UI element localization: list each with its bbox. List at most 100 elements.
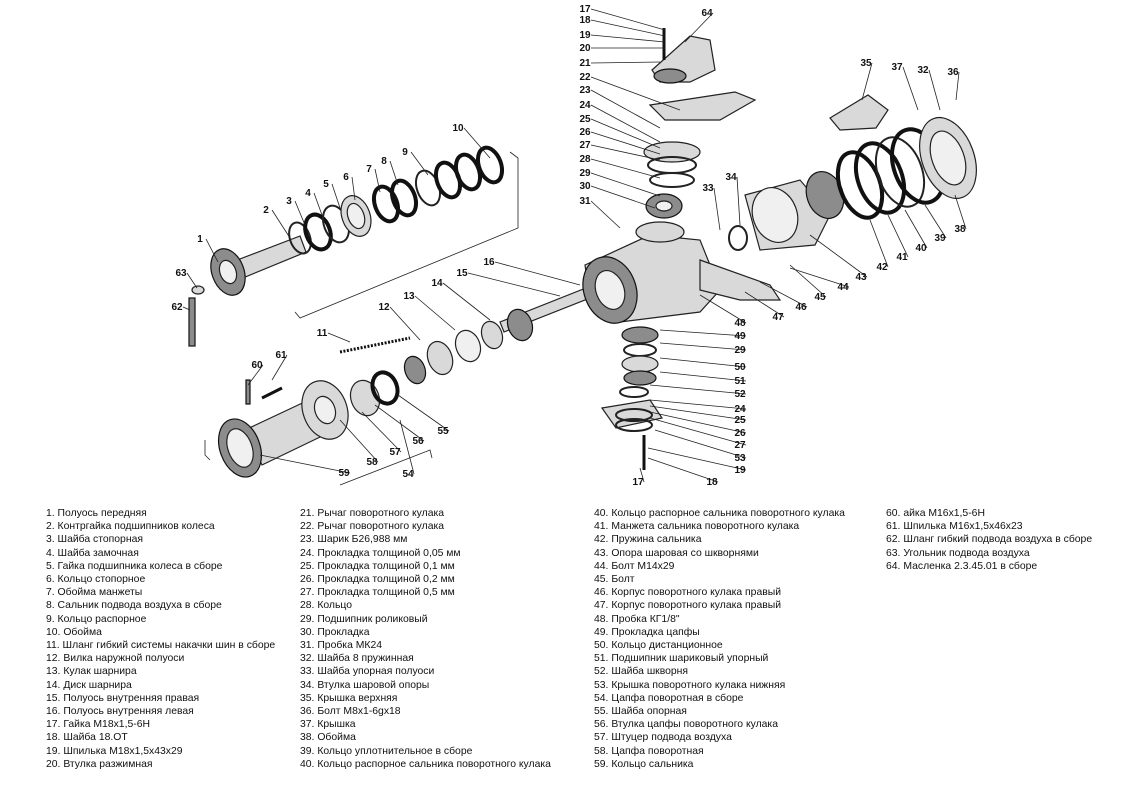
leader-line	[374, 404, 425, 442]
callout-number: 7	[366, 164, 372, 175]
leader-line	[924, 204, 947, 239]
leader-line	[590, 131, 661, 155]
leader-line	[590, 61, 661, 64]
legend-item: 52. Шайба шкворня	[594, 666, 689, 678]
callout-number: 54	[402, 469, 414, 480]
legend-item: 26. Прокладка толщиной 0,2 мм	[300, 574, 455, 586]
leader-line	[699, 294, 747, 324]
legend-item: 37. Крышка	[300, 719, 356, 731]
callout-number: 29	[579, 168, 591, 179]
callout-number: 2	[263, 205, 269, 216]
legend-item: 47. Корпус поворотного кулака правый	[594, 600, 782, 612]
callout-number: 4	[305, 188, 311, 199]
leader-line	[713, 187, 721, 231]
leader-line	[649, 411, 747, 434]
leader-line	[639, 467, 645, 483]
legend-item: 2. Контргайка подшипников колеса	[46, 521, 215, 533]
leader-line	[590, 185, 656, 209]
leader-line	[259, 454, 351, 474]
leader-line	[654, 429, 747, 459]
legend-item: 3. Шайба стопорная	[46, 534, 143, 546]
callout-number: 27	[734, 440, 746, 451]
leader-line	[789, 267, 850, 288]
callout-number: 18	[706, 477, 718, 488]
leader-line	[186, 272, 198, 289]
legend-item: 31. Пробка МК24	[300, 640, 383, 652]
callout-number: 64	[701, 8, 713, 19]
leader-line	[649, 399, 747, 410]
leader-line	[659, 329, 747, 337]
leader-line	[869, 219, 889, 268]
callout-number: 16	[483, 257, 495, 268]
callout-number: 47	[772, 312, 784, 323]
leader-line	[463, 127, 491, 159]
legend-item: 25. Прокладка толщиной 0,1 мм	[300, 560, 455, 572]
leader-line	[590, 144, 661, 161]
leader-line	[809, 234, 868, 278]
legend-item: 20. Втулка разжимная	[46, 758, 153, 770]
callout-number: 5	[323, 179, 329, 190]
leader-line	[590, 104, 661, 143]
leader-line	[442, 282, 491, 321]
callout-number: 30	[579, 181, 591, 192]
leader-line	[649, 405, 747, 421]
leader-line	[861, 62, 873, 101]
callout-number: 41	[896, 252, 908, 263]
callout-number: 18	[579, 15, 591, 26]
callout-number: 34	[725, 172, 737, 183]
callout-number: 22	[579, 72, 591, 83]
leader-line	[904, 209, 928, 249]
leader-line	[389, 160, 399, 186]
legend-item: 63. Угольник подвода воздуха	[886, 547, 1030, 559]
legend-item: 9. Кольцо распорное	[46, 613, 147, 625]
callout-number: 19	[734, 465, 746, 476]
callout-number: 53	[734, 453, 746, 464]
legend-item: 16. Полуось внутренняя левая	[46, 706, 194, 718]
leader-line	[684, 12, 714, 43]
callout-number: 26	[734, 428, 746, 439]
legend-item: 13. Кулак шарнира	[46, 666, 137, 678]
leader-line	[590, 19, 666, 37]
callout-number: 36	[947, 67, 959, 78]
leader-line	[361, 411, 402, 453]
callout-number: 59	[338, 468, 350, 479]
legend-item: 34. Втулка шаровой опоры	[300, 679, 430, 691]
inner-half-shaft-assembly	[204, 283, 601, 486]
callout-number: 39	[934, 233, 946, 244]
callout-number: 35	[860, 58, 872, 69]
callout-number: 62	[171, 302, 183, 313]
legend-item: 41. Манжета сальника поворотного кулака	[594, 521, 800, 533]
legend-column-3: 40. Кольцо распорное сальника поворотног…	[594, 507, 845, 771]
callout-number: 48	[734, 318, 746, 329]
leader-line	[374, 168, 381, 193]
callout-number: 25	[734, 415, 746, 426]
leader-line	[955, 71, 960, 101]
callout-number: 24	[579, 100, 591, 111]
ball-support-assembly	[728, 94, 977, 251]
callout-number: 31	[579, 196, 591, 207]
legend-item: 19. Шпилька М18х1,5х43х29	[46, 745, 183, 757]
legend-item: 38. Обойма	[300, 732, 356, 744]
leader-line	[590, 76, 681, 111]
legend-item: 64. Масленка 2.3.45.01 в сборе	[886, 560, 1038, 572]
legend-item: 42. Пружина сальника	[594, 534, 702, 546]
leader-line	[351, 176, 356, 201]
callout-number: 52	[734, 389, 746, 400]
leader-line	[590, 34, 666, 43]
callout-number: 46	[795, 302, 807, 313]
legend-item: 32. Шайба 8 пружинная	[300, 653, 414, 665]
leader-line	[736, 176, 741, 226]
legend-item: 24. Прокладка толщиной 0,05 мм	[300, 547, 461, 559]
callout-number: 49	[734, 331, 746, 342]
leader-line	[649, 417, 747, 446]
steering-arm-stack	[643, 28, 757, 219]
legend-item: 5. Гайка подшипника колеса в сборе	[46, 560, 223, 572]
legend-item: 1. Полуось передняя	[46, 508, 147, 519]
legend-item: 27. Прокладка толщиной 0,5 мм	[300, 587, 455, 599]
callout-number: 55	[437, 426, 449, 437]
legend-item: 28. Кольцо	[300, 600, 353, 612]
steering-knuckle-housing	[582, 221, 782, 324]
callout-number: 27	[579, 140, 591, 151]
